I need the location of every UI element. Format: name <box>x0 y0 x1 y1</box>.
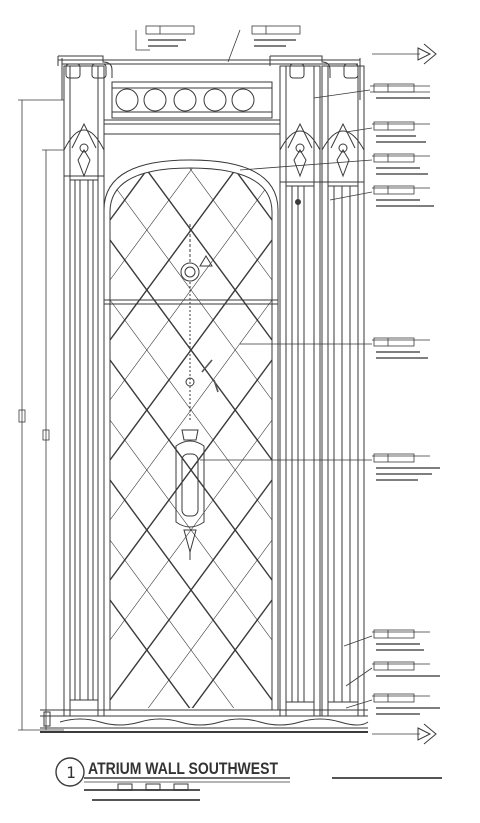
drawing-title: ATRIUM WALL SOUTHWEST <box>88 759 278 778</box>
detail-number: 1 <box>66 763 76 782</box>
top-cap <box>57 55 361 100</box>
north-arrow-icon <box>417 43 437 65</box>
height-dimension <box>18 99 64 731</box>
diamond-lattice <box>110 168 272 708</box>
arched-window <box>103 159 279 710</box>
callout-tags-right <box>373 83 415 703</box>
pendant-lantern <box>175 224 205 560</box>
revision-triangle-icon <box>199 255 213 267</box>
callout-note-lines <box>148 39 440 715</box>
section-arrow-icon <box>417 723 437 745</box>
callout-leaders <box>200 53 430 735</box>
base-sill <box>40 709 369 733</box>
detail-number-circle <box>55 757 85 787</box>
title-block <box>55 757 442 801</box>
left-pilaster <box>63 65 105 717</box>
callout-tags-top <box>135 25 301 63</box>
ring-frieze <box>104 81 280 135</box>
